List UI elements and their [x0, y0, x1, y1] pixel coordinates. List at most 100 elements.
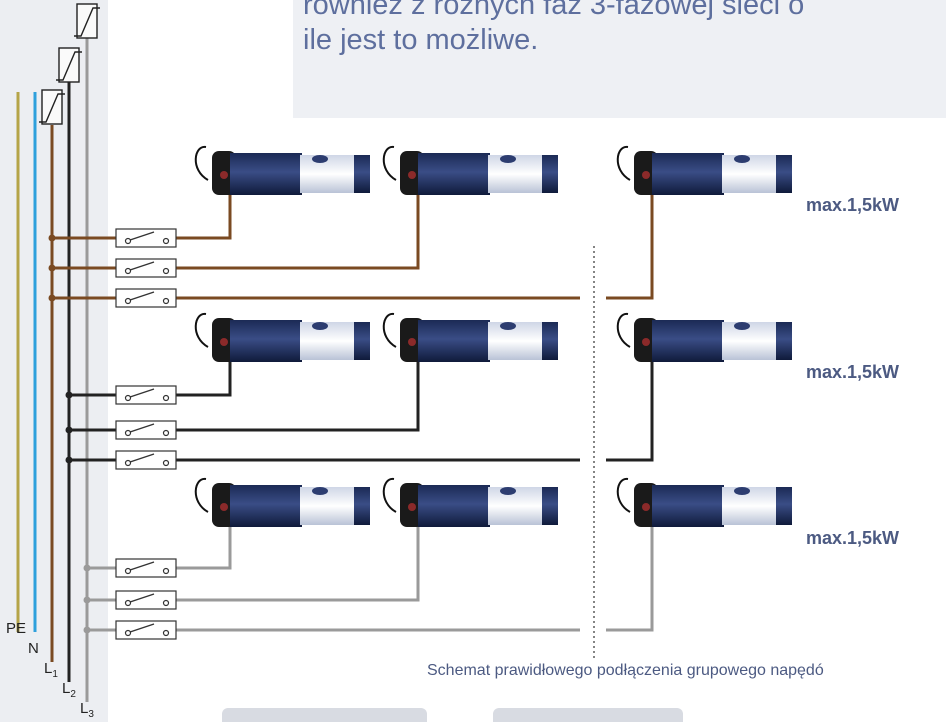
- motor-tip: [776, 322, 792, 360]
- diagram-caption: Schemat prawidłowego podłączenia grupowe…: [427, 662, 824, 679]
- motor-logo: [312, 322, 328, 330]
- switch-contact-b: [162, 297, 170, 305]
- switch-icon: [115, 258, 177, 278]
- remote-motor-wire: [606, 525, 654, 632]
- motor-body: [230, 320, 302, 362]
- switch-blade: [129, 261, 155, 271]
- tubular-motor-icon: [382, 477, 558, 527]
- motor-cable: [382, 145, 397, 181]
- motor-cable: [616, 312, 631, 348]
- motor-body: [230, 485, 302, 527]
- motor-label-band: [300, 322, 354, 360]
- fuse-curve: [56, 51, 82, 81]
- motor-body: [418, 485, 490, 527]
- switch-contact-a: [124, 429, 132, 437]
- motor-tip: [542, 487, 558, 525]
- motor-logo: [500, 155, 516, 163]
- switch-blade: [129, 291, 155, 301]
- switch-contact-a: [124, 394, 132, 402]
- switch-box: [115, 258, 177, 278]
- switch-icon: [115, 558, 177, 578]
- tubular-motor-icon: [194, 145, 370, 195]
- tubular-motor-icon: [616, 477, 792, 527]
- motor-wire: [176, 360, 232, 397]
- motor-tip: [354, 487, 370, 525]
- switch-contact-a: [124, 267, 132, 275]
- motor-body: [652, 485, 724, 527]
- switch-box: [115, 558, 177, 578]
- switch-box: [115, 620, 177, 640]
- heading-line-2: ile jest to możliwe.: [303, 24, 539, 56]
- switch-icon: [115, 288, 177, 308]
- motor-head-knob: [220, 171, 228, 179]
- motor-tip: [542, 155, 558, 193]
- thumbnail-incorrect: [493, 708, 683, 722]
- motor-head-knob: [220, 338, 228, 346]
- l1-label: L1: [44, 660, 58, 680]
- motor-body: [652, 153, 724, 195]
- switch-box: [115, 590, 177, 610]
- top-band-gap: [108, 0, 293, 118]
- switch-contact-b: [162, 629, 170, 637]
- motor-logo: [312, 155, 328, 163]
- motor-logo: [734, 322, 750, 330]
- tubular-motor-icon: [616, 312, 792, 362]
- motor-label-band: [488, 487, 542, 525]
- thumbnail-correct: [222, 708, 427, 722]
- switch-contact-a: [124, 459, 132, 467]
- motor-head-knob: [220, 503, 228, 511]
- motor-body: [230, 153, 302, 195]
- motor-head-knob: [642, 338, 650, 346]
- switch-box: [115, 450, 177, 470]
- motor-wire: [176, 360, 420, 432]
- motor-label-band: [722, 155, 776, 193]
- remote-motor-wire: [606, 193, 654, 300]
- switch-icon: [115, 420, 177, 440]
- switch-blade: [129, 231, 155, 241]
- motor-head-knob: [408, 171, 416, 179]
- switch-contact-a: [124, 629, 132, 637]
- motor-label-band: [488, 155, 542, 193]
- motor-head-knob: [408, 338, 416, 346]
- switches: [115, 228, 177, 640]
- motor-label-band: [722, 322, 776, 360]
- group-wires: [48, 193, 654, 634]
- motor-head-knob: [642, 171, 650, 179]
- switch-box: [115, 385, 177, 405]
- motor-wire: [176, 193, 420, 270]
- motor-label-band: [300, 155, 354, 193]
- switch-contact-b: [162, 394, 170, 402]
- switch-blade: [129, 388, 155, 398]
- switch-icon: [115, 620, 177, 640]
- motor-logo: [734, 155, 750, 163]
- fuses: [39, 3, 100, 125]
- switch-contact-b: [162, 267, 170, 275]
- switch-blade: [129, 423, 155, 433]
- fuse-curve: [74, 7, 100, 37]
- switch-contact-b: [162, 459, 170, 467]
- heading-line-1: również z różnych faz 3-fazowej sieci o: [303, 0, 805, 21]
- switch-contact-b: [162, 237, 170, 245]
- n-label: N: [28, 640, 39, 657]
- heading-text: również z różnych faz 3-fazowej sieci o i…: [303, 0, 923, 58]
- motor-cable: [194, 312, 209, 348]
- power-label-group-2: max.1,5kW: [806, 362, 900, 382]
- motor-label-band: [300, 487, 354, 525]
- remote-motor-wire: [606, 360, 654, 462]
- switch-contact-a: [124, 297, 132, 305]
- switch-contact-a: [124, 237, 132, 245]
- motor-tip: [776, 155, 792, 193]
- motor-body: [652, 320, 724, 362]
- motor-tip: [776, 487, 792, 525]
- switch-box: [115, 228, 177, 248]
- tubular-motor-icon: [194, 477, 370, 527]
- motor-label-band: [722, 487, 776, 525]
- switch-contact-b: [162, 429, 170, 437]
- motor-cable: [616, 145, 631, 181]
- motor-logo: [312, 487, 328, 495]
- motor-head-knob: [642, 503, 650, 511]
- motor-tip: [542, 322, 558, 360]
- power-label-group-3: max.1,5kW: [806, 528, 900, 548]
